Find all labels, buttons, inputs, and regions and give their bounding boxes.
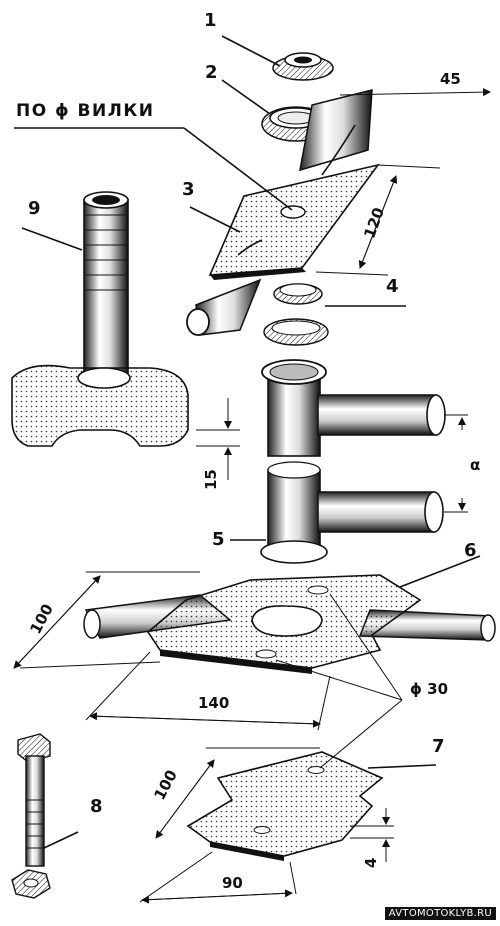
dim-diameter-30: ϕ 30 <box>410 680 448 698</box>
dimension-lines <box>13 88 491 904</box>
dim-90: 90 <box>222 874 243 892</box>
part-8-bolt-and-nut <box>11 733 51 899</box>
part-1-cone-nut <box>272 52 334 81</box>
part-4-bearing-cups <box>263 283 329 346</box>
dim-15: 15 <box>202 469 220 490</box>
part-6-lower-plate <box>83 574 496 674</box>
dim-140: 140 <box>198 694 229 712</box>
dim-4: 4 <box>362 858 380 868</box>
part-9-stem-clamp <box>11 191 189 447</box>
dim-100-upper: 100 <box>26 601 57 637</box>
callout-4: 4 <box>386 276 399 297</box>
callout-6: 6 <box>464 540 477 561</box>
callout-5: 5 <box>212 529 225 550</box>
dimension-labels: 45 120 15 α 100 140 ϕ 30 100 4 90 <box>26 70 480 892</box>
part-5-head-tube <box>260 359 446 564</box>
dim-120: 120 <box>360 205 388 241</box>
callout-8: 8 <box>90 796 103 817</box>
watermark: AVTOMOTOKLYB.RU <box>384 907 496 920</box>
part-7-small-plate <box>186 751 384 861</box>
leader-lines <box>14 35 481 849</box>
part-3-plate-with-tube <box>186 89 380 336</box>
callout-7: 7 <box>432 736 445 757</box>
dim-100-lower: 100 <box>150 767 181 803</box>
dim-alpha: α <box>470 456 480 474</box>
annotation-fork-diameter: ПО ϕ ВИЛКИ <box>16 101 154 121</box>
callout-9: 9 <box>28 198 41 219</box>
callout-2: 2 <box>205 62 218 83</box>
callout-1: 1 <box>204 10 217 31</box>
dim-45: 45 <box>440 70 461 88</box>
callout-3: 3 <box>182 179 195 200</box>
callout-labels: 1 2 3 4 5 6 7 8 9 ПО ϕ ВИЛКИ <box>16 10 477 817</box>
